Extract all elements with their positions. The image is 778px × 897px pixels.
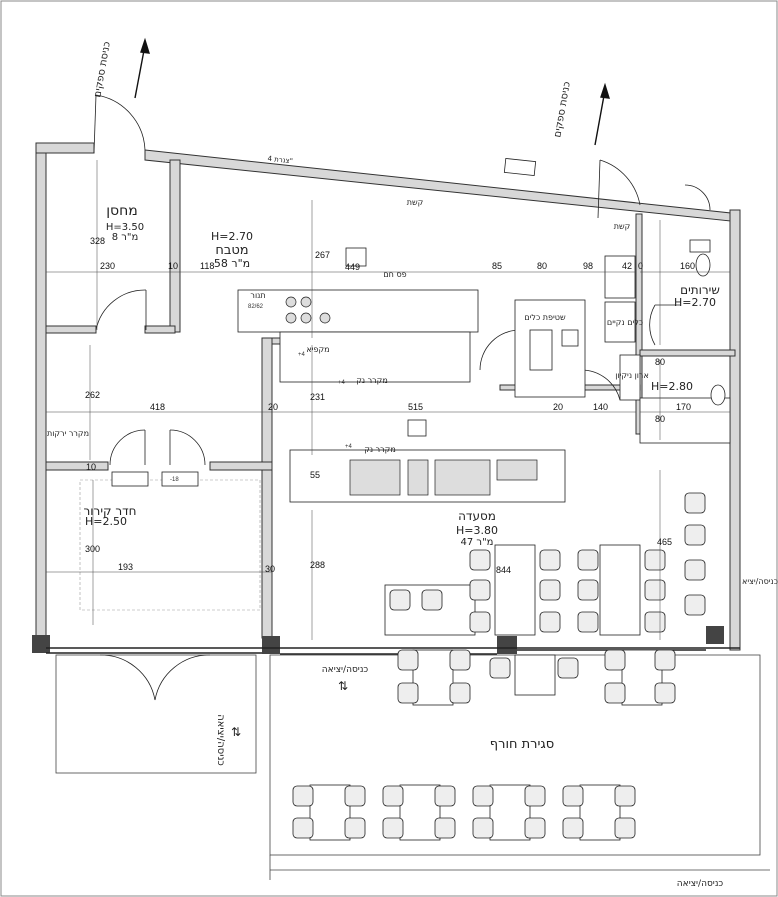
entrance-exit-right: כניסה/יציא <box>742 577 778 586</box>
bar-fridge-label-2: מקרר נק <box>356 376 388 385</box>
restroom-name: שירותים <box>680 283 720 297</box>
dim-20b: 20 <box>553 402 563 412</box>
temp-1: +4 <box>298 352 306 358</box>
dim-288: 288 <box>310 560 325 570</box>
temp-3: +4 <box>345 444 353 450</box>
clean-dishes-label: כלים נקיים <box>607 318 643 327</box>
dim-465: 465 <box>657 537 672 547</box>
stove-burners <box>285 296 538 496</box>
dim-30: 30 <box>265 564 275 574</box>
gas-pipe-label: צנרת 4" <box>267 155 293 166</box>
oven-dim: 82/62 <box>248 304 264 310</box>
storage-height: H=3.50 <box>106 222 144 233</box>
dimension-lines <box>46 160 730 640</box>
cleaning-height: H=2.80 <box>651 380 693 393</box>
dim-98: 98 <box>583 261 593 271</box>
dim-231: 231 <box>310 392 325 402</box>
cleaning-name: ארון ניקיון <box>615 371 649 380</box>
dim-328: 328 <box>90 236 105 246</box>
entrance-exit-1: כניסה/יציאה <box>215 714 226 766</box>
goods-entrance-left: כניסת ספקים <box>92 41 113 99</box>
storage-name: מחסן <box>106 203 138 219</box>
dish-washing-label: שטיפת כלים <box>524 313 566 322</box>
dim-20a: 20 <box>268 402 278 412</box>
dim-10b: 10 <box>86 462 96 472</box>
cold-room-name: חדר קירור <box>84 504 137 518</box>
entrance-exit-3: כניסה/יציאה <box>677 879 724 889</box>
kitchen-height: H=2.70 <box>211 230 253 243</box>
dim-85: 85 <box>492 261 502 271</box>
entrance-arrows <box>134 37 610 146</box>
bar-fridge-label: מקרר נק <box>364 445 396 454</box>
dim-418: 418 <box>150 402 165 412</box>
dim-844: 844 <box>496 565 511 575</box>
cold-room-height: H=2.50 <box>85 515 127 528</box>
dim-262: 262 <box>85 390 100 400</box>
cold-room-units <box>111 471 199 487</box>
temp-4: -18 <box>170 477 179 483</box>
cold-room-area <box>79 479 261 611</box>
restaurant-area: 47 מ"ר <box>461 537 494 548</box>
restroom-height: H=2.70 <box>674 296 716 309</box>
dim-118: 118 <box>200 261 214 271</box>
dim-449: 449 <box>345 262 360 272</box>
winter-closure-name: סגירת חורף <box>490 737 554 752</box>
storage-area: 8 מ"ר <box>112 232 139 243</box>
restaurant-name: מסעדה <box>458 509 496 523</box>
dim-267: 267 <box>315 250 330 260</box>
pass-line-label: פס חם <box>383 270 406 279</box>
temp-2: +4 <box>338 380 346 386</box>
oven-label: תנור <box>250 291 265 300</box>
dim-10a: 10 <box>168 261 178 271</box>
dim-42: 42 <box>622 261 632 271</box>
hood-label: קשת <box>407 198 424 207</box>
dim-300: 300 <box>85 544 100 554</box>
dim-80b: 80 <box>655 414 665 424</box>
kitchen-area: 58 מ"ר <box>214 257 250 270</box>
kitchen-name: מטבח <box>215 243 248 258</box>
double-arrow-2: ⇅ <box>231 725 241 739</box>
entrance-exit-2: כניסה/יציאה <box>322 665 369 675</box>
dim-160: 160 <box>680 261 695 271</box>
hood-label-2: קשת <box>614 222 631 231</box>
freezer-label: מקפיא <box>306 345 329 354</box>
restaurant-height: H=3.80 <box>456 524 498 537</box>
dim-80a: 80 <box>537 261 547 271</box>
doors <box>93 94 711 701</box>
columns <box>32 626 724 654</box>
dim-140: 140 <box>593 402 608 412</box>
goods-entrance-right: כניסת ספקים <box>552 81 573 139</box>
veg-fridge-name: מקרר ירקות <box>47 429 89 438</box>
sanitary-fixtures <box>529 239 726 406</box>
double-arrow-1: ⇅ <box>338 679 348 693</box>
dim-515: 515 <box>408 402 423 412</box>
dim-170: 170 <box>676 402 691 412</box>
dim-80c: 80 <box>655 357 665 367</box>
dim-230: 230 <box>100 261 115 271</box>
dim-193: 193 <box>118 562 133 572</box>
dim-55: 55 <box>310 470 320 480</box>
dim-0: 0 <box>638 261 643 271</box>
dining-furniture <box>292 492 706 841</box>
